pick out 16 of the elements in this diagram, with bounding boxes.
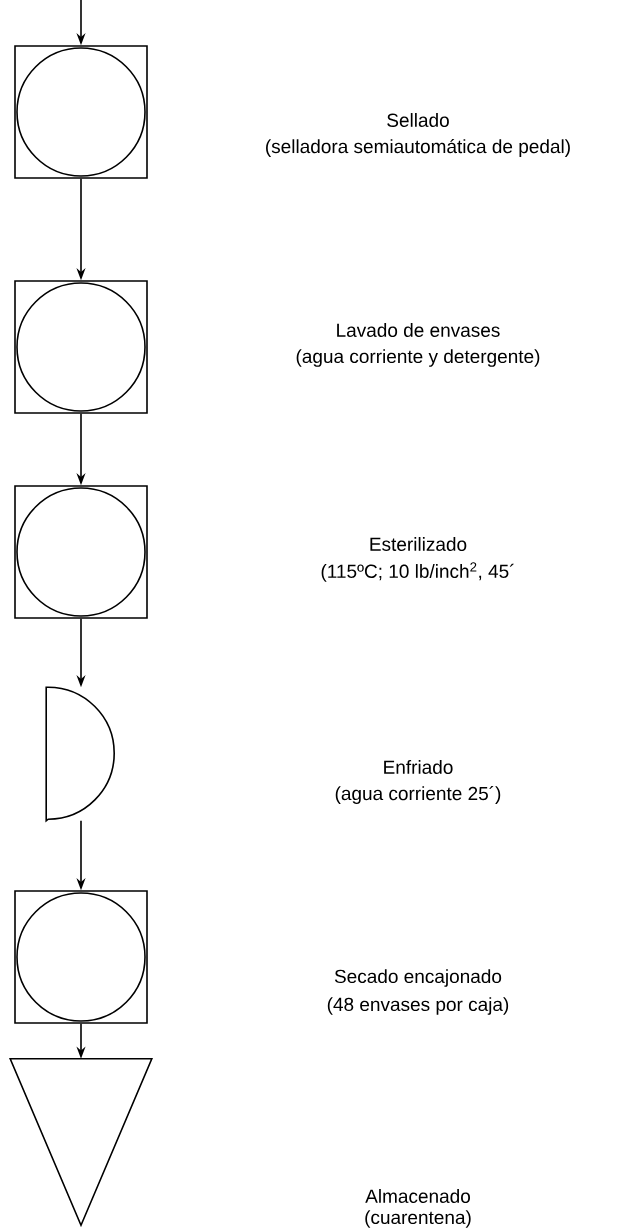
- step-label: (48 envases por caja): [327, 997, 509, 1015]
- circle-in-square-symbol: [14, 890, 148, 1024]
- step-label: Esterilizado: [370, 537, 467, 551]
- step-label: (cuarentena): [365, 1210, 471, 1228]
- step-label: Lavado de envases: [337, 323, 500, 337]
- step-label: Enfriado: [384, 760, 453, 774]
- circle-in-square-symbol: [14, 280, 148, 414]
- step-label: (agua corriente y detergente): [296, 349, 540, 367]
- circle-in-square-symbol: [14, 45, 148, 179]
- step-label: Sellado: [387, 113, 449, 127]
- step-label: (agua corriente 25´): [335, 786, 501, 804]
- step-label: Secado encajonado: [334, 969, 502, 987]
- step-label: (115ºC; 10 lb/inch$^{2}$, 45´: [321, 562, 514, 582]
- circle-in-square-symbol: [14, 485, 148, 619]
- step-label: (selladora semiautomática de pedal): [266, 139, 570, 157]
- step-label: Almacenado: [365, 1189, 470, 1203]
